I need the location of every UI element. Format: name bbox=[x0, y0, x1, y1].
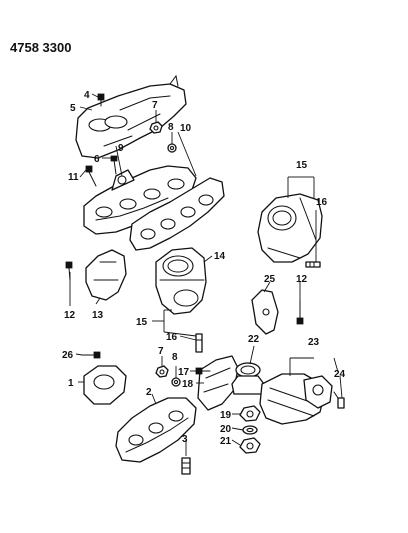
callout-26: 26 bbox=[62, 350, 74, 361]
bolt-12-right-icon bbox=[296, 299, 304, 325]
callout-1: 1 bbox=[68, 378, 74, 389]
stud-3-icon bbox=[181, 457, 191, 475]
bracket-13 bbox=[85, 249, 127, 301]
lower-exhaust-manifold bbox=[115, 397, 197, 463]
callout-2: 2 bbox=[146, 387, 152, 398]
upper-heat-shield bbox=[75, 74, 187, 159]
washer-8-icon bbox=[167, 143, 177, 153]
callout-7: 7 bbox=[152, 100, 158, 111]
callout-4: 4 bbox=[84, 90, 90, 101]
callout-15: 15 bbox=[296, 160, 308, 171]
callout-7-lower: 7 bbox=[158, 346, 164, 357]
nut-19-icon bbox=[239, 405, 261, 422]
catalytic-converter-14 bbox=[155, 247, 207, 315]
callout-16: 16 bbox=[316, 197, 328, 208]
bracket-25 bbox=[251, 289, 279, 335]
callout-11: 11 bbox=[68, 172, 79, 183]
bolt-26-icon bbox=[81, 351, 101, 359]
nut-21-icon bbox=[239, 437, 261, 454]
callout-3: 3 bbox=[182, 434, 188, 445]
nut-7-icon bbox=[149, 121, 163, 134]
callout-5: 5 bbox=[70, 103, 76, 114]
stud-24-icon bbox=[333, 391, 345, 409]
callout-13: 13 bbox=[92, 310, 104, 321]
washer-8-lower-icon bbox=[171, 377, 181, 387]
washer-20-icon bbox=[242, 425, 258, 435]
diagram-code: 4758 3300 bbox=[10, 40, 71, 55]
stud-16-lower-icon bbox=[195, 333, 203, 353]
callout-19: 19 bbox=[220, 410, 232, 421]
callout-labels: 4 5 7 8 10 9 6 11 15 16 14 25 12 12 13 1… bbox=[62, 90, 346, 447]
bolt-11-icon bbox=[85, 165, 97, 187]
stud-16-upper-icon bbox=[305, 261, 321, 268]
callout-23: 23 bbox=[308, 337, 320, 348]
callout-8-lower: 8 bbox=[172, 352, 178, 363]
callout-21: 21 bbox=[220, 436, 232, 447]
callout-12-left: 12 bbox=[64, 310, 76, 321]
callout-20: 20 bbox=[220, 424, 232, 435]
upper-exhaust-manifold bbox=[83, 165, 197, 235]
callout-14: 14 bbox=[214, 251, 226, 262]
flange-gasket-1 bbox=[83, 365, 127, 405]
callout-9: 9 bbox=[118, 143, 124, 154]
callout-25: 25 bbox=[264, 274, 276, 285]
callout-10: 10 bbox=[180, 123, 192, 134]
nut-7-lower-icon bbox=[155, 365, 169, 378]
stud-6-icon bbox=[110, 155, 118, 175]
callout-6: 6 bbox=[94, 154, 100, 165]
callout-12-right: 12 bbox=[296, 274, 308, 285]
leader-lines bbox=[69, 93, 343, 456]
callout-8: 8 bbox=[168, 122, 174, 133]
catalytic-converter-upper bbox=[257, 193, 323, 263]
callout-17: 17 bbox=[178, 367, 190, 378]
converter-inlet-22 bbox=[231, 362, 265, 395]
bolt-12-left-icon bbox=[65, 261, 73, 281]
manifold-gasket bbox=[129, 177, 225, 251]
callout-24: 24 bbox=[334, 369, 346, 380]
catalytic-converter-23 bbox=[259, 373, 333, 425]
callout-22: 22 bbox=[248, 334, 260, 345]
callout-16-mid: 16 bbox=[166, 332, 178, 343]
callout-15-mid: 15 bbox=[136, 317, 148, 328]
callout-18: 18 bbox=[182, 379, 194, 390]
